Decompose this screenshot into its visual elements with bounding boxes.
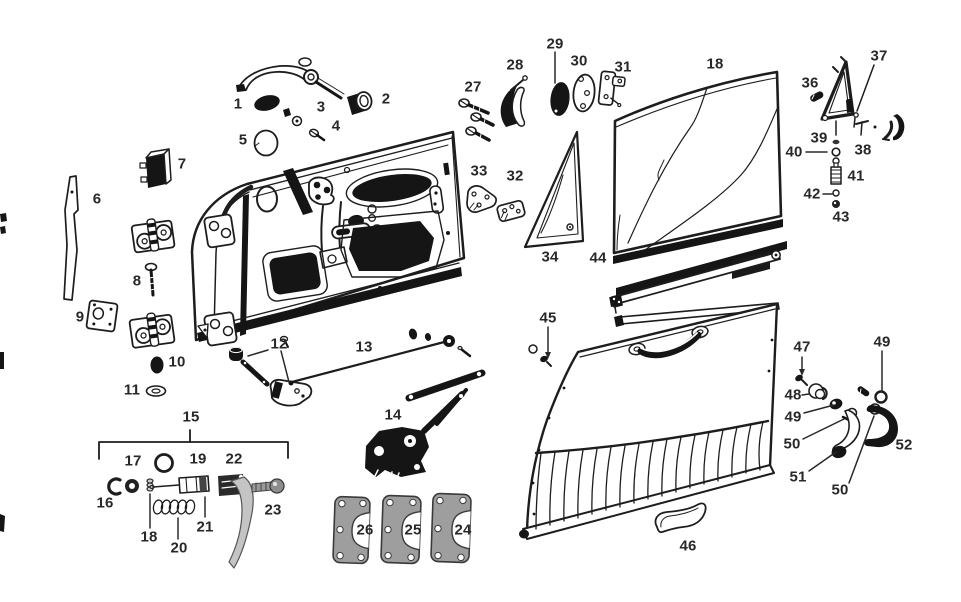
door-glass-drawing [612, 70, 783, 264]
striker-block-drawing [139, 148, 172, 188]
gasket-pad-drawing [550, 82, 570, 116]
interior-handles-drawing [795, 374, 898, 459]
vent-frame-parts-drawing [810, 56, 905, 208]
window-regulator-drawing [365, 369, 486, 479]
door-handle-parts-drawing [236, 57, 373, 157]
door-hinges-drawing [128, 218, 176, 349]
edge-fragments [0, 213, 7, 532]
lock-striker-drawing [500, 75, 528, 127]
backing-plate-drawing [572, 73, 596, 113]
trim-clip-drawing [528, 344, 552, 367]
hinge-bolt-drawing [144, 262, 158, 297]
leader-lines [247, 51, 883, 484]
door-shell-drawing [190, 130, 466, 347]
washer-drawing [145, 385, 167, 397]
connecting-rod-drawing [288, 328, 472, 386]
armrest-pad-drawing [654, 502, 707, 534]
lock-bracket-drawing [597, 70, 626, 108]
striker-plate-drawing [466, 185, 497, 213]
buffer-drawing [150, 356, 164, 374]
lock-cylinder-group-drawing [98, 429, 289, 569]
channel-strips-drawing [609, 241, 787, 327]
shim-plate-drawing [85, 299, 119, 333]
seal-strip-drawing [63, 175, 79, 301]
vent-glass-drawing [523, 130, 585, 249]
screws-drawing [458, 98, 495, 142]
mounting-plates-drawing [332, 492, 472, 565]
striker-wedge-drawing [496, 199, 526, 223]
door-check-drawing [229, 335, 313, 407]
trim-panel-drawing [519, 302, 779, 540]
